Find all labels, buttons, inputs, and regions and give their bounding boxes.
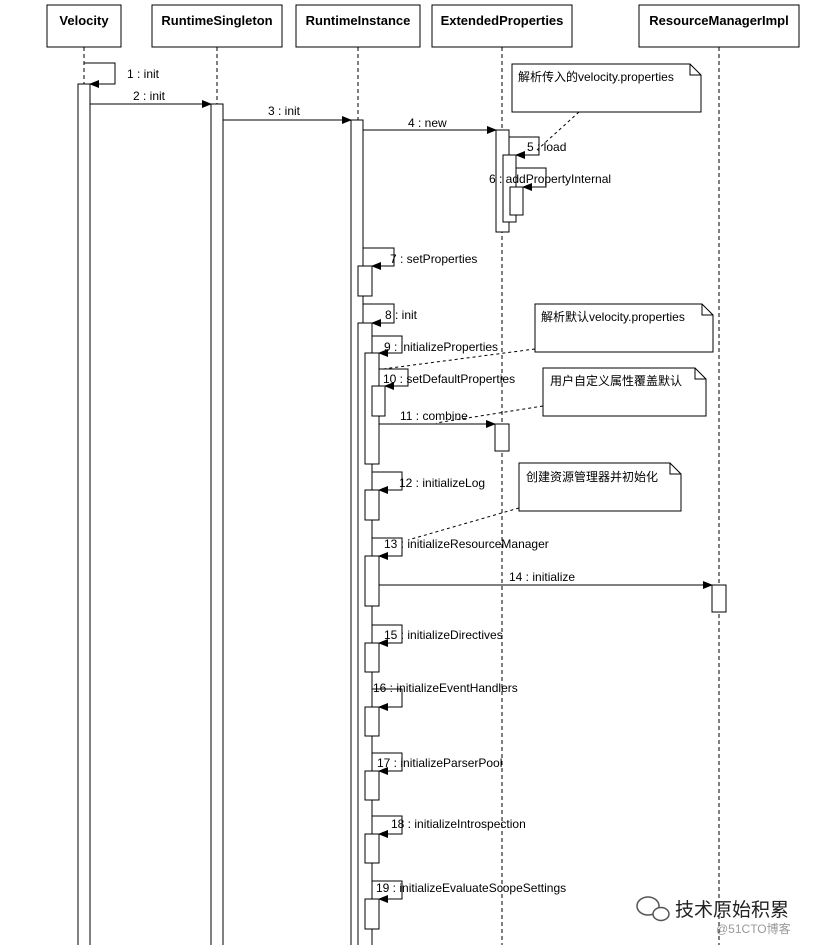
svg-text:用户自定义属性覆盖默认: 用户自定义属性覆盖默认 <box>550 373 682 388</box>
watermark-name: 技术原始积累 <box>675 899 789 921</box>
activation-initialize-evaluate-scope <box>364 898 380 930</box>
watermark: 技术原始积累 @51CTO博客 <box>636 896 791 936</box>
message-labels: 1 : init 2 : init 3 : init 4 : new 5 : l… <box>127 67 611 895</box>
message-9-label: 9 : initializeProperties <box>384 340 498 354</box>
svg-text:RuntimeInstance: RuntimeInstance <box>306 13 411 28</box>
activation-initialize-directives <box>364 642 380 673</box>
svg-text:ExtendedProperties: ExtendedProperties <box>441 13 564 28</box>
activation-initialize-introspection <box>364 833 380 864</box>
message-7-label: 7 : setProperties <box>390 252 477 266</box>
message-16-arrow <box>372 688 403 711</box>
message-14-label: 14 : initialize <box>509 570 575 584</box>
note-connector-2 <box>382 348 536 370</box>
svg-text:RuntimeSingleton: RuntimeSingleton <box>161 13 272 28</box>
activation-initialize-resource-manager <box>364 555 380 607</box>
message-17-label: 17 : initializeParserPool <box>377 756 502 770</box>
message-12-label: 12 : initializeLog <box>399 476 485 490</box>
note-parse-passed-properties: 解析传入的velocity.properties <box>511 63 702 113</box>
activation-add-property <box>509 186 524 216</box>
message-19-label: 19 : initializeEvaluateScopeSettings <box>376 881 566 895</box>
message-18-arrow <box>372 815 403 838</box>
message-10-label: 10 : setDefaultProperties <box>383 372 515 386</box>
message-3-label: 3 : init <box>268 104 301 118</box>
message-2-label: 2 : init <box>133 89 166 103</box>
participant-runtime-singleton: RuntimeSingleton <box>151 4 283 48</box>
message-5-label: 5 : load <box>527 140 566 154</box>
message-1-arrow <box>84 62 116 88</box>
message-15-label: 15 : initializeDirectives <box>384 628 503 642</box>
message-19-arrow <box>372 880 403 903</box>
watermark-site: @51CTO博客 <box>716 921 791 936</box>
message-16-label: 16 : initializeEventHandlers <box>373 681 518 695</box>
message-6-label: 6 : addPropertyInternal <box>489 172 611 186</box>
activation-initialize-event-handlers <box>364 706 380 737</box>
participant-resource-manager-impl: ResourceManagerImpl <box>638 4 800 48</box>
participant-runtime-instance: RuntimeInstance <box>295 4 421 48</box>
activation-velocity <box>77 83 91 945</box>
message-1-label: 1 : init <box>127 67 160 81</box>
message-17-arrow <box>372 752 403 775</box>
message-8-arrow <box>363 303 395 327</box>
note-connector-4 <box>407 507 520 541</box>
activation-combine <box>494 423 510 452</box>
svg-text:Velocity: Velocity <box>59 13 109 28</box>
message-9-arrow <box>372 335 403 357</box>
activation-runtime-singleton <box>210 103 224 945</box>
message-13-arrow <box>372 537 403 560</box>
message-15-arrow <box>372 624 403 647</box>
activation-set-properties <box>357 265 373 297</box>
message-13-label: 13 : initializeResourceManager <box>384 537 549 551</box>
activation-initialize-parser-pool <box>364 770 380 801</box>
note-connector-3 <box>435 405 544 424</box>
svg-text:解析默认velocity.properties: 解析默认velocity.properties <box>541 309 685 324</box>
message-12-arrow <box>372 471 403 494</box>
message-6-arrow <box>516 167 547 191</box>
message-8-label: 8 : init <box>385 308 418 322</box>
note-parse-default-properties: 解析默认velocity.properties <box>534 303 714 353</box>
svg-text:ResourceManagerImpl: ResourceManagerImpl <box>649 13 788 28</box>
note-user-override-defaults: 用户自定义属性覆盖默认 <box>542 367 707 417</box>
svg-text:创建资源管理器并初始化: 创建资源管理器并初始化 <box>526 469 658 484</box>
message-5-arrow <box>509 136 540 159</box>
message-18-label: 18 : initializeIntrospection <box>391 817 526 831</box>
note-connectors <box>382 111 580 541</box>
activation-initialize-log <box>364 489 380 521</box>
participant-extended-properties: ExtendedProperties <box>431 4 573 48</box>
activation-resource-manager-initialize <box>711 584 727 613</box>
message-7-arrow <box>363 247 395 270</box>
wechat-icon <box>636 896 670 922</box>
message-11-label: 11 : combine <box>400 409 468 423</box>
message-10-arrow <box>379 368 409 390</box>
activations <box>77 83 727 945</box>
messages <box>84 62 713 903</box>
activation-set-default-properties <box>371 385 386 417</box>
participant-velocity: Velocity <box>46 4 122 48</box>
note-create-resource-manager: 创建资源管理器并初始化 <box>518 462 682 512</box>
svg-text:解析传入的velocity.properties: 解析传入的velocity.properties <box>518 69 674 84</box>
message-4-label: 4 : new <box>408 116 447 130</box>
